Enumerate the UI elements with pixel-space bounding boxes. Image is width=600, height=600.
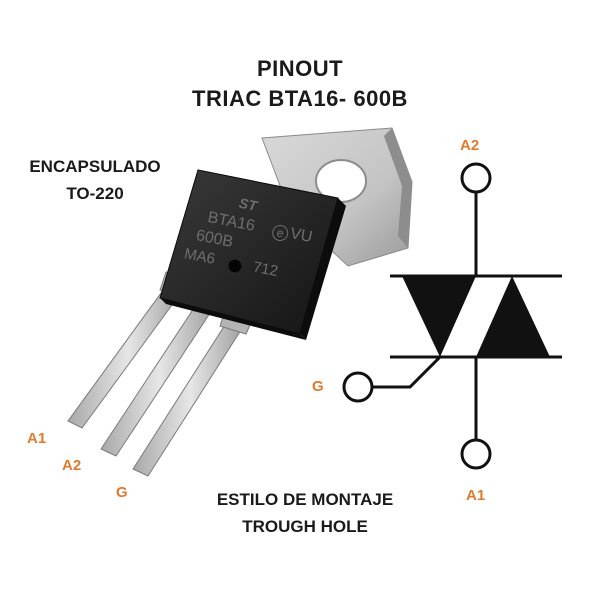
mounting-label: ESTILO DE MONTAJE [216,490,394,509]
symbol-pin-a1-label: A1 [466,487,486,504]
title-line-2: TRIAC BTA16- 600B [192,86,408,111]
package-pin-a1-label: A1 [27,430,47,447]
chip-date-code: 712 [251,258,280,281]
chip-code: VU [288,225,314,246]
chip-marking: ST BTA16 e VU 600B MA6 712 [175,184,343,321]
package-label: ENCAPSULADO [29,157,161,176]
symbol-pin-g-label: G [312,378,324,395]
package-pin-a2-label: A2 [62,457,82,474]
mounting-hole [315,159,367,203]
symbol-pin-a2-label: A2 [460,137,480,154]
gate-lead [372,355,442,389]
chip-lot: MA6 [182,245,217,268]
mounting-type: TROUGH HOLE [242,517,368,536]
g-terminal [342,371,374,403]
leg-a1 [67,277,189,429]
a1-terminal [460,438,492,470]
a2-terminal [460,162,492,194]
package-pin-g-label: G [116,484,128,501]
st-logo: ST [237,194,259,214]
package-legs [67,271,255,477]
leg-g [132,313,249,477]
title-line-1: PINOUT [256,56,344,81]
triac-triangle-down [402,276,476,357]
leg-a2 [100,295,219,457]
package-type: TO-220 [66,184,124,203]
chip-circle-mark: e [270,223,290,243]
triac-triangle-up [476,276,550,357]
